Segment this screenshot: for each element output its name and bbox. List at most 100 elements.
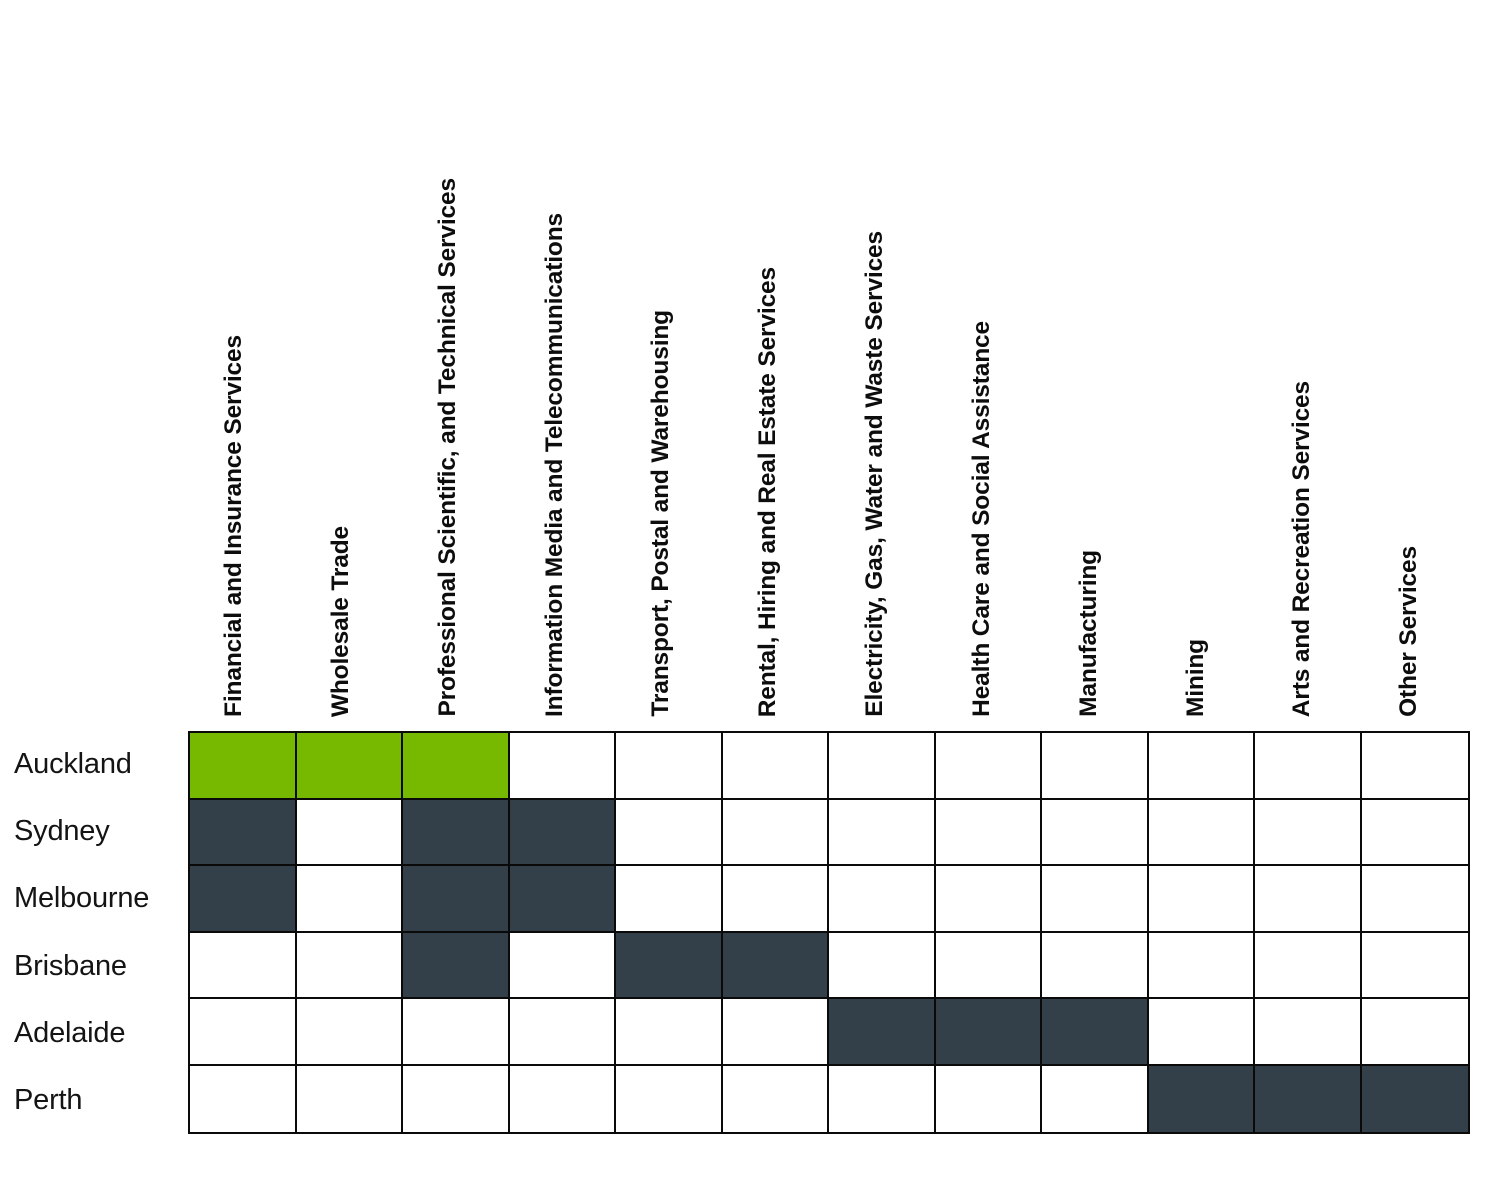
- matrix-cell[interactable]: [935, 733, 1042, 800]
- matrix-cell[interactable]: [403, 799, 510, 866]
- matrix-grid: [188, 731, 1470, 1134]
- matrix-cell[interactable]: [1361, 932, 1468, 999]
- matrix-cell[interactable]: [722, 799, 829, 866]
- matrix-cell[interactable]: [935, 932, 1042, 999]
- matrix-cell[interactable]: [1361, 999, 1468, 1066]
- column-header-label: Health Care and Social Assistance: [967, 321, 995, 717]
- column-header-label: Mining: [1181, 638, 1209, 717]
- row-label-5: Perth: [14, 1083, 83, 1116]
- matrix-cell[interactable]: [935, 1065, 1042, 1132]
- column-header-label: Electricity, Gas, Water and Waste Servic…: [861, 231, 888, 717]
- column-header-label: Information Media and Telecommunications: [540, 212, 568, 717]
- matrix-cell[interactable]: [616, 999, 723, 1066]
- column-header-4: Transport, Postal and Warehousing: [615, 17, 722, 717]
- row-label-4: Adelaide: [14, 1016, 126, 1049]
- matrix-cell[interactable]: [722, 866, 829, 933]
- matrix-cell[interactable]: [1361, 733, 1468, 800]
- matrix-cell[interactable]: [616, 932, 723, 999]
- column-header-label: Transport, Postal and Warehousing: [647, 310, 675, 717]
- column-header-label: Professional Scientific, and Technical S…: [433, 178, 461, 717]
- matrix-cell[interactable]: [1042, 1065, 1149, 1132]
- matrix-cell[interactable]: [296, 799, 403, 866]
- column-header-1: Wholesale Trade: [295, 17, 402, 717]
- column-header-2: Professional Scientific, and Technical S…: [402, 17, 509, 717]
- column-header-5: Rental, Hiring and Real Estate Services: [722, 17, 829, 717]
- matrix-cell[interactable]: [829, 799, 936, 866]
- matrix-cell[interactable]: [403, 999, 510, 1066]
- matrix-cell[interactable]: [1255, 999, 1362, 1066]
- matrix-cell[interactable]: [616, 799, 723, 866]
- matrix-cell[interactable]: [1148, 999, 1255, 1066]
- column-header-9: Mining: [1150, 17, 1257, 717]
- matrix-cell[interactable]: [1255, 799, 1362, 866]
- matrix-cell[interactable]: [829, 932, 936, 999]
- matrix-cell[interactable]: [935, 999, 1042, 1066]
- matrix-cell[interactable]: [829, 999, 936, 1066]
- matrix-cell[interactable]: [509, 1065, 616, 1132]
- column-header-label: Other Services: [1395, 546, 1423, 717]
- matrix-cell[interactable]: [1361, 799, 1468, 866]
- column-header-8: Manufacturing: [1043, 17, 1150, 717]
- matrix-cell[interactable]: [616, 866, 723, 933]
- matrix-cell[interactable]: [1255, 1065, 1362, 1132]
- matrix-cell[interactable]: [190, 932, 297, 999]
- matrix-cell[interactable]: [509, 999, 616, 1066]
- matrix-cell[interactable]: [296, 733, 403, 800]
- matrix-cell[interactable]: [403, 866, 510, 933]
- matrix-cell[interactable]: [1255, 932, 1362, 999]
- matrix-cell[interactable]: [1361, 1065, 1468, 1132]
- column-header-6: Electricity, Gas, Water and Waste Servic…: [829, 17, 936, 717]
- matrix-cell[interactable]: [722, 932, 829, 999]
- matrix-cell[interactable]: [1042, 733, 1149, 800]
- matrix-cell[interactable]: [722, 733, 829, 800]
- matrix-cell[interactable]: [403, 1065, 510, 1132]
- matrix-cell[interactable]: [829, 1065, 936, 1132]
- matrix-cell[interactable]: [1255, 733, 1362, 800]
- row-label-1: Sydney: [14, 815, 110, 848]
- matrix-cell[interactable]: [1148, 799, 1255, 866]
- column-header-label: Rental, Hiring and Real Estate Services: [754, 266, 782, 717]
- column-header-label: Financial and Insurance Services: [220, 335, 247, 717]
- matrix-cell[interactable]: [1255, 866, 1362, 933]
- matrix-cell[interactable]: [509, 932, 616, 999]
- matrix-cell[interactable]: [1148, 866, 1255, 933]
- matrix-cell[interactable]: [190, 733, 297, 800]
- matrix-cell[interactable]: [616, 733, 723, 800]
- matrix-cell[interactable]: [829, 866, 936, 933]
- matrix-cell[interactable]: [1042, 799, 1149, 866]
- matrix-cell[interactable]: [935, 799, 1042, 866]
- matrix-cell[interactable]: [509, 866, 616, 933]
- matrix-cell[interactable]: [1361, 866, 1468, 933]
- matrix-cell[interactable]: [1042, 999, 1149, 1066]
- matrix-cell[interactable]: [296, 932, 403, 999]
- matrix-cell[interactable]: [722, 1065, 829, 1132]
- matrix-cell[interactable]: [190, 999, 297, 1066]
- matrix-cell[interactable]: [296, 866, 403, 933]
- matrix-cell[interactable]: [509, 799, 616, 866]
- column-header-label: Manufacturing: [1074, 550, 1102, 717]
- column-header-0: Financial and Insurance Services: [188, 17, 295, 717]
- matrix-cell[interactable]: [829, 733, 936, 800]
- matrix-cell[interactable]: [190, 866, 297, 933]
- matrix-cell[interactable]: [1148, 733, 1255, 800]
- matrix-cell[interactable]: [190, 1065, 297, 1132]
- column-header-label: Arts and Recreation Services: [1288, 380, 1316, 717]
- column-header-7: Health Care and Social Assistance: [936, 17, 1043, 717]
- matrix-cell[interactable]: [296, 999, 403, 1066]
- matrix-cell[interactable]: [935, 866, 1042, 933]
- matrix-cell[interactable]: [296, 1065, 403, 1132]
- matrix-cell[interactable]: [722, 999, 829, 1066]
- matrix-cell[interactable]: [509, 733, 616, 800]
- matrix-cell[interactable]: [190, 799, 297, 866]
- matrix-cell[interactable]: [1042, 932, 1149, 999]
- matrix-cell[interactable]: [403, 932, 510, 999]
- matrix-cell[interactable]: [1148, 932, 1255, 999]
- column-header-3: Information Media and Telecommunications: [509, 17, 616, 717]
- matrix-cell[interactable]: [616, 1065, 723, 1132]
- matrix-cell[interactable]: [1148, 1065, 1255, 1132]
- row-label-0: Auckland: [14, 748, 132, 781]
- matrix-cell[interactable]: [1042, 866, 1149, 933]
- matrix-cell[interactable]: [403, 733, 510, 800]
